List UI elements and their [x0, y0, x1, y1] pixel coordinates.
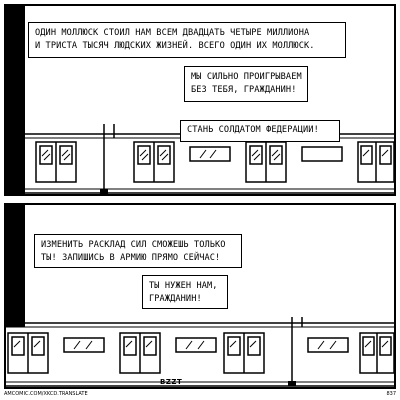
- speech-bubble-2: ТЫ НУЖЕН НАМ, ГРАЖДАНИН!: [142, 275, 228, 309]
- caption-line-2: И ТРИСТА ТЫСЯЧ ЛЮДСКИХ ЖИЗНЕЙ. ВСЕГО ОДИ…: [35, 41, 315, 51]
- speech-bubble-1: ИЗМЕНИТЬ РАСКЛАД СИЛ СМОЖЕШЬ ТОЛЬКО ТЫ! …: [34, 234, 242, 268]
- speech-line-2: БЕЗ ТЕБЯ, ГРАЖДАНИН!: [191, 85, 297, 95]
- speech-bubble: МЫ СИЛЬНО ПРОИГРЫВАЕМ БЕЗ ТЕБЯ, ГРАЖДАНИ…: [184, 66, 308, 102]
- window-group: [7, 332, 394, 374]
- dark-pillar: [6, 205, 25, 327]
- speech-line-2: ТЫ! ЗАПИШИСЬ В АРМИЮ ПРЯМО СЕЙЧАС!: [41, 253, 221, 263]
- window-glints: [13, 340, 389, 350]
- shout-bubble: СТАНЬ СОЛДАТОМ ФЕДЕРАЦИИ!: [180, 120, 340, 142]
- shout-text: СТАНЬ СОЛДАТОМ ФЕДЕРАЦИИ!: [187, 125, 319, 135]
- sound-effect: BZZT: [160, 378, 183, 386]
- page-number: 837: [386, 391, 396, 397]
- panel-2-scene: [6, 205, 394, 387]
- speech-line-1: МЫ СИЛЬНО ПРОИГРЫВАЕМ: [191, 72, 302, 82]
- window-group: [7, 141, 394, 183]
- speech-line-1: ТЫ НУЖЕН НАМ,: [149, 281, 218, 291]
- dark-pillar: [6, 6, 25, 194]
- comic-panel-1: ОДИН МОЛЛЮСК СТОИЛ НАМ ВСЕМ ДВАДЦАТЬ ЧЕТ…: [4, 4, 396, 196]
- speech-line-1: ИЗМЕНИТЬ РАСКЛАД СИЛ СМОЖЕШЬ ТОЛЬКО: [41, 240, 226, 250]
- speech-line-2: ГРАЖДАНИН!: [149, 294, 202, 304]
- caption-line-1: ОДИН МОЛЛЮСК СТОИЛ НАМ ВСЕМ ДВАДЦАТЬ ЧЕТ…: [35, 28, 310, 38]
- caption-box: ОДИН МОЛЛЮСК СТОИЛ НАМ ВСЕМ ДВАДЦАТЬ ЧЕТ…: [28, 22, 346, 58]
- post-base: [288, 381, 296, 386]
- window-glints: [41, 149, 389, 161]
- source-url: AMCOMIC.COM/XKCD.TRANSLATE: [4, 391, 88, 397]
- post-base: [100, 189, 108, 194]
- footer: AMCOMIC.COM/XKCD.TRANSLATE 837: [4, 391, 396, 399]
- comic-panel-2: ИЗМЕНИТЬ РАСКЛАД СИЛ СМОЖЕШЬ ТОЛЬКО ТЫ! …: [4, 203, 396, 389]
